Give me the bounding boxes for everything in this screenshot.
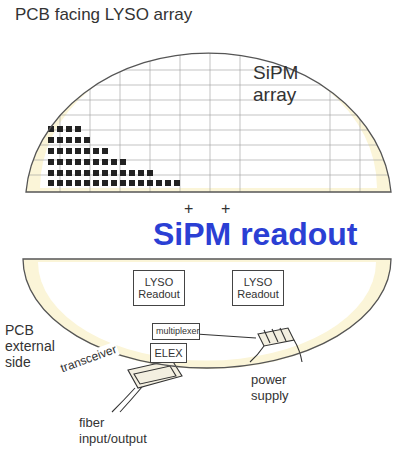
sipm-square <box>111 159 117 165</box>
sipm-square <box>66 159 72 165</box>
pcb-inner <box>40 50 377 188</box>
component-box: LYSO Readout <box>133 270 185 306</box>
pcb-outline-path <box>23 259 391 368</box>
sipm-square <box>120 159 126 165</box>
pcb-half: PCB external sideLYSO ReadoutLYSO Readou… <box>22 258 392 370</box>
sipm-square <box>75 170 81 176</box>
sipm-square <box>174 180 180 186</box>
sipm-square <box>84 159 90 165</box>
sipm-square <box>75 159 81 165</box>
sipm-square <box>93 159 99 165</box>
sipm-square <box>120 170 126 176</box>
sipm-square <box>156 180 162 186</box>
component-box: LYSO Readout <box>232 270 284 306</box>
sipm-square <box>138 170 144 176</box>
sipm-square <box>102 180 108 186</box>
sipm-square <box>111 170 117 176</box>
sipm-square <box>84 170 90 176</box>
sipm-square <box>57 180 63 186</box>
sipm-square <box>66 148 72 154</box>
sipm-square <box>75 126 81 132</box>
box-label: ELEX <box>154 347 182 359</box>
sipm-square <box>66 180 72 186</box>
pcb-label: PCB external side <box>5 322 65 370</box>
sipm-squares <box>48 126 180 186</box>
sipm-square <box>66 137 72 143</box>
sipm-square <box>120 180 126 186</box>
sipm-square <box>57 159 63 165</box>
sketch-label: transceiver <box>58 342 120 376</box>
sipm-square <box>75 148 81 154</box>
sipm-square <box>75 180 81 186</box>
sipm-square <box>165 180 171 186</box>
sipm-square <box>48 148 54 154</box>
pcb-inner <box>38 262 376 361</box>
pcb-label: PCB facing LYSO array <box>15 5 275 25</box>
slide-heading: SiPM readout <box>152 215 358 253</box>
sipm-square <box>102 159 108 165</box>
pencil-grid <box>20 30 395 195</box>
box-label: multiplexer <box>156 327 196 337</box>
sipm-square <box>48 170 54 176</box>
sipm-square <box>57 137 63 143</box>
component-box: multiplexer <box>152 323 200 340</box>
pcb-label: SiPM array <box>253 62 313 106</box>
sipm-square <box>93 170 99 176</box>
sketch-label: power supply <box>250 372 302 403</box>
sipm-square <box>93 148 99 154</box>
sipm-square <box>111 180 117 186</box>
sipm-square <box>102 170 108 176</box>
sipm-square <box>48 180 54 186</box>
box-label: LYSO Readout <box>137 276 181 300</box>
sipm-square <box>57 170 63 176</box>
sipm-square <box>84 180 90 186</box>
pcb-fill <box>23 259 391 369</box>
component-box: ELEX <box>150 343 187 363</box>
pcb-outline <box>25 40 392 193</box>
sipm-square <box>57 126 63 132</box>
sipm-square <box>129 170 135 176</box>
sketch-label: fiber input/output <box>78 415 162 446</box>
sipm-square <box>147 170 153 176</box>
sipm-square <box>138 180 144 186</box>
pcb-outline <box>22 258 392 370</box>
sipm-square <box>129 180 135 186</box>
box-label: LYSO Readout <box>236 276 280 300</box>
sipm-square <box>66 170 72 176</box>
sipm-square <box>75 137 81 143</box>
sipm-square <box>48 137 54 143</box>
pcb-outline-path <box>26 53 391 192</box>
sipm-square <box>84 148 90 154</box>
sipm-square <box>93 180 99 186</box>
sipm-square <box>102 148 108 154</box>
pcb-half: PCB facing LYSO arraySiPM array <box>25 40 392 193</box>
sipm-square <box>66 126 72 132</box>
sipm-square <box>57 148 63 154</box>
sipm-square <box>84 137 90 143</box>
sipm-square <box>147 180 153 186</box>
sipm-square <box>48 159 54 165</box>
